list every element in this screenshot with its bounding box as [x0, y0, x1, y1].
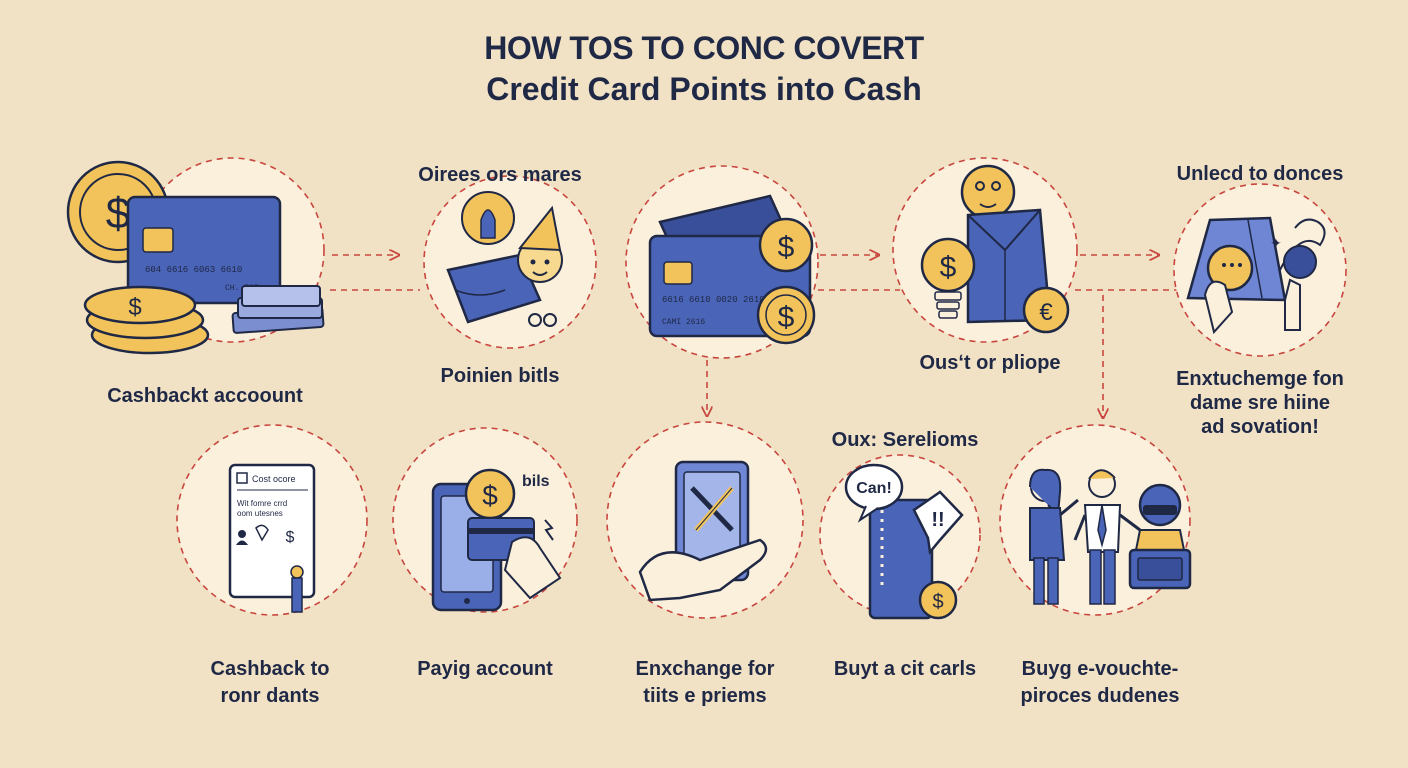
- phone-payment-icon: $ bils: [431, 468, 562, 612]
- coin-pile-icon: $: [83, 285, 210, 355]
- dollar-bulb-icon: $: [920, 237, 976, 319]
- label-exchange-for-1: Enxchange for: [635, 658, 775, 680]
- svg-text:$: $: [778, 301, 795, 334]
- bubble-bang: !!: [931, 509, 944, 531]
- tools-hand-icon: [638, 460, 768, 602]
- label-buyt-cit: Buyt a cit carls: [833, 658, 977, 680]
- label-cashback-to-2: ronr dants: [220, 685, 320, 707]
- document-icon: Cost ocore Wit fomre crrd oom utesnes $: [228, 463, 316, 613]
- phone-bits-label: bils: [522, 473, 550, 490]
- label-buyg-2: piroces dudenes: [1020, 685, 1180, 707]
- label-oux-serelioms: Oux: Serelioms: [831, 429, 979, 451]
- connectors: [330, 255, 1180, 417]
- svg-text:$: $: [940, 251, 957, 284]
- svg-text:$: $: [286, 529, 295, 546]
- title-line-1: HOW TOS TO CONC COVERT: [484, 30, 924, 66]
- svg-text:$: $: [106, 189, 130, 238]
- label-exchange-line-1: Enxtuchemge fon: [1176, 368, 1344, 390]
- page-title: HOW TOS TO CONC COVERT Credit Card Point…: [0, 30, 1408, 108]
- bubble-can: Can!: [856, 480, 892, 497]
- euro-coin-icon: €: [1022, 286, 1070, 334]
- title-line-2: Credit Card Points into Cash: [486, 70, 922, 107]
- svg-text:$: $: [482, 480, 498, 511]
- doc-heading: Cost ocore: [252, 474, 296, 484]
- label-cashback-to-1: Cashback to: [210, 658, 330, 680]
- emoji-face-icon: [960, 164, 1016, 220]
- doc-line-2: oom utesnes: [237, 509, 283, 518]
- svg-text:$: $: [778, 231, 795, 264]
- label-oust-pliope: Ousʻt or pliope: [919, 352, 1061, 374]
- doc-line-1: Wit fomre crrd: [237, 499, 287, 508]
- gnome-person-icon: [446, 191, 563, 327]
- card3-name: CAMI 2616: [662, 318, 705, 327]
- card3-number: 6616 6610 0020 2610: [662, 295, 765, 305]
- label-payig-account: Payig account: [417, 658, 553, 680]
- svg-text:✦: ✦: [1270, 236, 1282, 252]
- speech-bubble-icon: Can! !! $: [844, 463, 964, 620]
- label-unlecd: Unlecd to donces: [1176, 163, 1344, 185]
- label-exchange-for-2: tiits e priems: [643, 685, 767, 707]
- label-oirees: Oirees ors mares: [418, 164, 582, 186]
- card-stack-icon: [231, 285, 325, 334]
- wallet-cards-icon: 6616 6610 0020 2610 CAMI 2616 $ $: [648, 194, 816, 345]
- people-group-icon: [1029, 468, 1192, 605]
- label-exchange-line-3: ad sovation!: [1201, 416, 1319, 438]
- label-cashback-account: Cashbackt accoount: [107, 385, 303, 407]
- svg-text:$: $: [128, 294, 141, 321]
- tablet-hand-icon: ✦: [1186, 216, 1326, 335]
- label-exchange-line-2: dame sre hiine: [1189, 392, 1331, 414]
- svg-text:€: €: [1039, 299, 1053, 326]
- card1-number: 604 6616 6063 6610: [145, 265, 242, 275]
- svg-text:$: $: [932, 591, 943, 613]
- label-buyg-1: Buyg e-vouchte-: [1021, 658, 1179, 680]
- label-poinien-bitls: Poinien bitls: [440, 365, 560, 387]
